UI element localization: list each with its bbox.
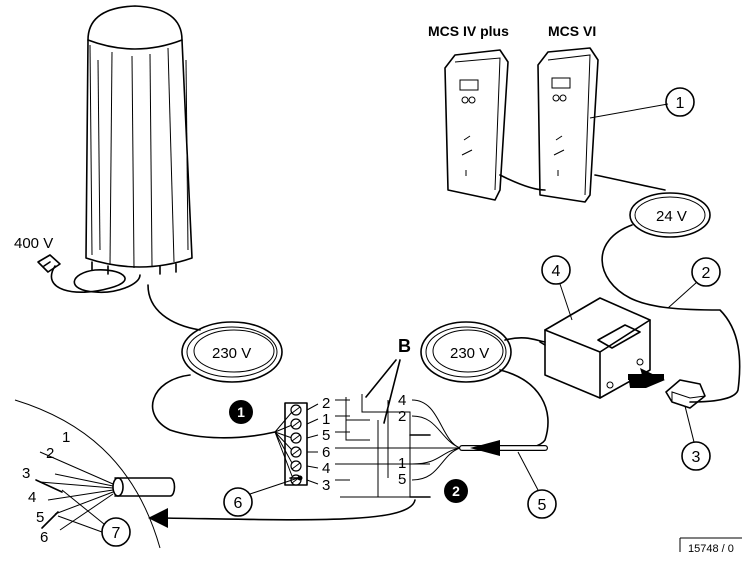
callout-number: 6: [234, 495, 243, 512]
callout-6: 6: [223, 477, 299, 517]
figure-number: 15748 / 0: [688, 543, 734, 555]
coil-left-voltage: 230 V: [212, 345, 251, 362]
controller-mcs-vi: [537, 47, 599, 203]
controller-mcs-iv-plus: [444, 49, 546, 201]
terminal-right-number: 1: [398, 455, 406, 472]
callout-3: 3: [681, 405, 711, 471]
coil-left: [151, 321, 283, 439]
terminal-block: [284, 402, 308, 486]
step-2-number: 2: [452, 483, 460, 499]
terminal-screw-slot: [291, 434, 301, 442]
callout-number: 2: [702, 265, 711, 282]
terminal-left-number: 1: [322, 411, 330, 428]
terminal-right-numbers: 4 2 1 5: [398, 392, 406, 488]
terminal-left-number: 6: [322, 444, 330, 461]
callout-5: 5: [517, 451, 557, 519]
terminal-screw-slot: [291, 462, 301, 470]
terminal-right-number: 2: [398, 408, 406, 425]
terminal-right-number: 4: [398, 392, 406, 409]
callout-number: 7: [112, 525, 121, 542]
mains-plug: [37, 254, 141, 294]
callout-number: 4: [552, 263, 561, 280]
cable-wire-number: 1: [62, 429, 70, 446]
callout-number: 5: [538, 497, 547, 514]
bridge-lines: [335, 359, 431, 498]
callout-number: 1: [676, 95, 685, 112]
mains-voltage-label: 400 V: [14, 235, 53, 252]
solarium-tower: [85, 5, 193, 275]
cable-wire-number: 5: [36, 509, 44, 526]
terminal-left-number: 2: [322, 395, 330, 412]
step-1-marker: 1: [229, 400, 253, 424]
controller-b-label: MCS VI: [548, 23, 596, 39]
bridge-label: B: [398, 336, 411, 356]
callout-4: 4: [541, 255, 573, 321]
terminal-screw-slot: [291, 420, 301, 428]
step-1-number: 1: [237, 404, 245, 420]
callout-1: 1: [665, 87, 695, 117]
cable-wire-numbers: 1 2 3 4 5 6: [22, 429, 70, 546]
terminal-left-number: 3: [322, 477, 330, 494]
callout-7: 7: [57, 489, 131, 547]
callout-number: 3: [692, 449, 701, 466]
terminal-left-number: 5: [322, 427, 330, 444]
cable-wire-number: 3: [22, 465, 30, 482]
cable-wire-number: 2: [46, 445, 54, 462]
connection-box: [539, 297, 651, 399]
cable-detail: [14, 399, 176, 549]
terminal-right-number: 5: [398, 471, 406, 488]
connector-plug: [665, 379, 706, 409]
step-2-marker: 2: [444, 479, 468, 503]
control-voltage-label: 24 V: [656, 208, 687, 225]
terminal-screw-slot: [291, 406, 301, 414]
callout-2: 2: [667, 257, 721, 309]
cable-wire-number: 6: [40, 529, 48, 546]
figure-number-box: 15748 / 0: [679, 537, 742, 555]
coil-right-voltage: 230 V: [450, 345, 489, 362]
terminal-left-numbers: 2 1 5 6 4 3: [322, 395, 330, 494]
terminal-screw-slot: [291, 448, 301, 456]
coil-24v: [594, 174, 741, 403]
cable-wire-number: 4: [28, 489, 36, 506]
controller-a-label: MCS IV plus: [428, 23, 509, 39]
terminal-left-number: 4: [322, 460, 330, 477]
